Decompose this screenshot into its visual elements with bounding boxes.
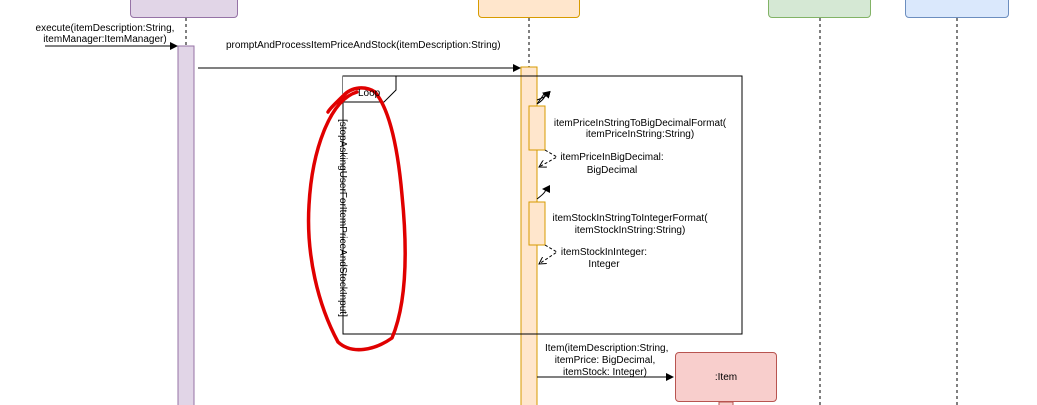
stock-convert-label-line2: itemStockInString:String) (574, 225, 686, 236)
execute-label-line2: itemManager:ItemManager) (43, 34, 167, 45)
prompt-label: promptAndProcessItemPriceAndStock(itemDe… (226, 40, 501, 51)
activation-purple (177, 45, 195, 405)
loop-guard-condition: [stopAskingUserForItemPriceAndStockInput… (337, 119, 348, 317)
activation-item-lifeline (718, 401, 734, 405)
participant-head-blue (905, 0, 1009, 18)
price-return-label-line1: itemPriceInBigDecimal: (560, 152, 664, 163)
item-object-label: :Item (714, 371, 738, 383)
participant-head-orange (478, 0, 580, 18)
item-create-label-line2: itemPrice: BigDecimal, (554, 355, 656, 366)
stock-self-call-arrow (536, 185, 551, 200)
stock-return-label-line2: Integer (588, 259, 620, 270)
item-create-label-line3: itemStock: Integer) (563, 367, 647, 378)
participant-head-purple (130, 0, 238, 18)
execute-label-line1: execute(itemDescription:String, (35, 23, 175, 34)
price-convert-label-line1: itemPriceInStringToBigDecimalFormat( (553, 118, 727, 129)
red-annotation-circle (306, 86, 408, 352)
stock-convert-label-line1: itemStockInStringToIntegerFormat( (552, 213, 708, 224)
price-return-arrow (539, 149, 559, 167)
item-object-box (675, 352, 777, 402)
stock-return-label-line1: itemStockInInteger: (560, 247, 648, 258)
item-create-label-line1: Item(itemDescription:String, (545, 343, 669, 354)
loop-fragment (342, 75, 743, 335)
price-return-label-line2: BigDecimal (586, 165, 638, 176)
price-convert-label-line2: itemPriceInString:String) (585, 129, 695, 140)
loop-label: Loop (358, 88, 381, 99)
activation-stock-convert (528, 201, 546, 246)
participant-head-green (768, 0, 871, 18)
activation-price-convert (528, 105, 546, 151)
